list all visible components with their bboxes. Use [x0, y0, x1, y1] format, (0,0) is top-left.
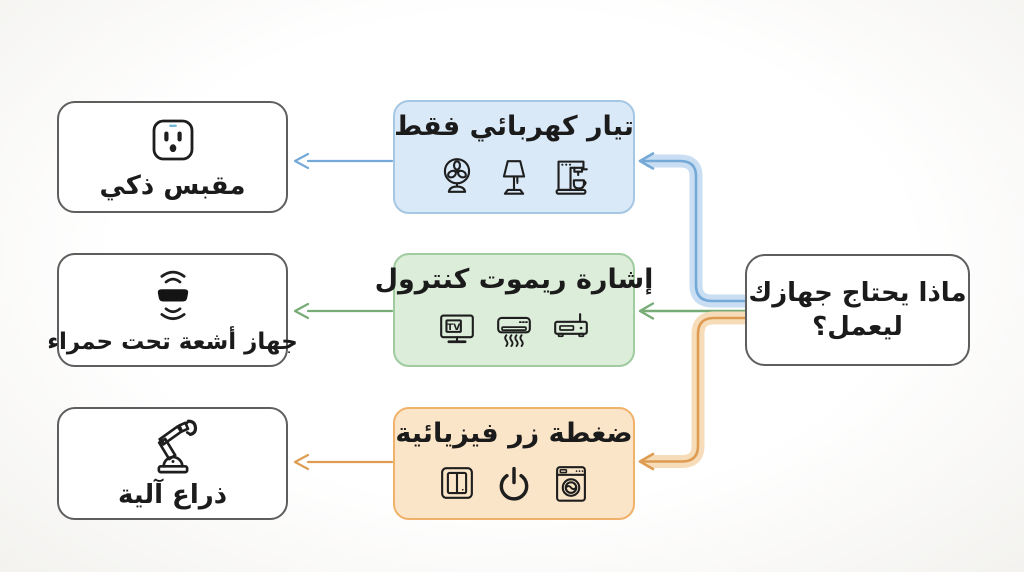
result-label: جهاز أشعة تحت حمراء: [47, 329, 298, 355]
branch-box-physical-press: ضغطة زر فيزيائية: [393, 407, 635, 520]
branch-box-electric-only: تيار كهربائي فقط: [393, 100, 635, 214]
connector-electric-line: [642, 159, 749, 303]
light-switch-icon: [434, 460, 480, 506]
robotic-arm-icon: [144, 418, 202, 476]
branch-label: تيار كهربائي فقط: [394, 111, 634, 142]
ir-blaster-icon: [148, 265, 198, 325]
connector-physical-arrowhead: [638, 452, 655, 471]
connector-electric-arrowhead: [638, 152, 655, 170]
washing-machine-icon: [548, 460, 594, 506]
connector-physical-line: [642, 316, 749, 463]
branch-label: ضغطة زر فيزيائية: [395, 418, 633, 449]
coffee-machine-icon: [548, 153, 594, 199]
electric-icons-row: [434, 148, 594, 204]
arrow-electric-to-plug-head: [293, 152, 310, 170]
arrow-remote-to-ir-head: [293, 302, 310, 320]
receiver-icon: [548, 306, 594, 352]
fan-icon: [434, 153, 480, 199]
smart-plug-icon: [146, 113, 200, 167]
table-lamp-icon: [491, 153, 537, 199]
result-box-smart-plug: مقبس ذكي: [57, 101, 288, 213]
physical-icons-row: [434, 455, 594, 511]
connector-electric-halo: [643, 154, 754, 308]
remote-icons-row: TV: [434, 301, 594, 357]
question-line-1: ماذا يحتاج جهازك: [748, 277, 967, 308]
air-conditioner-icon: [491, 306, 537, 352]
result-box-robotic-arm: ذراع آلية: [57, 407, 288, 520]
branch-box-remote-signal: إشارة ريموت كنترول TV: [375, 253, 653, 367]
result-box-ir-blaster: جهاز أشعة تحت حمراء: [47, 253, 298, 367]
question-box: ماذا يحتاج جهازك ليعمل؟: [745, 254, 970, 366]
branch-label: إشارة ريموت كنترول: [374, 264, 654, 295]
result-label: مقبس ذكي: [99, 171, 246, 201]
question-line-2: ليعمل؟: [812, 312, 903, 342]
arrow-physical-to-arm-head: [293, 453, 310, 471]
power-button-icon: [491, 460, 537, 506]
connector-remote-arrowhead: [638, 302, 655, 320]
result-label: ذراع آلية: [117, 479, 228, 510]
tv-screen-label: TV: [447, 323, 460, 333]
tv-icon: TV: [434, 306, 480, 352]
